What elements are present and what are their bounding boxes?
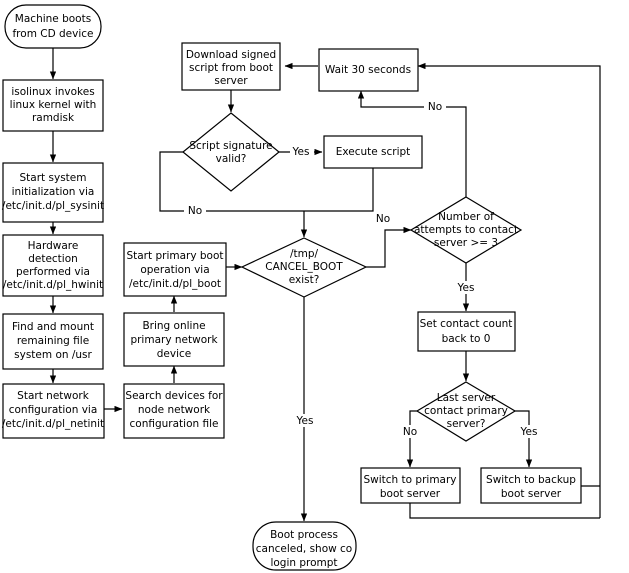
- node-mount-usr[interactable]: Find and mount remaining file system on …: [2, 313, 104, 370]
- node-cancel-boot-line-0: /tmp/: [290, 248, 319, 260]
- node-mount-usr-line-2: system on /usr: [14, 349, 92, 361]
- node-switch-primary-line-1: boot server: [380, 488, 441, 500]
- node-sysinit[interactable]: Start system initialization via /etc/ini…: [2, 162, 104, 223]
- node-wait-30-seconds-line-0: Wait 30 seconds: [325, 64, 411, 76]
- node-netinit-line-0: Start network: [17, 390, 90, 402]
- node-switch-backup-line-0: Switch to backup: [486, 474, 576, 486]
- node-isolinux-line-1: linux kernel with: [10, 99, 97, 111]
- node-attempts-line-1: attempts to contact: [414, 224, 518, 236]
- node-hwinit-line-3: /etc/init.d/pl_hwinit: [3, 279, 103, 291]
- node-reset-contact-count[interactable]: Set contact count back to 0: [417, 311, 516, 352]
- node-reset-count-line-0: Set contact count: [420, 318, 513, 330]
- node-execute-script-line-0: Execute script: [336, 146, 411, 158]
- edge-labels: Yes No No Yes No Yes No Yes: [184, 101, 542, 438]
- edge-attempts-no-path: [357, 90, 467, 197]
- node-isolinux[interactable]: isolinux invokes linux kernel with ramdi…: [2, 79, 104, 132]
- node-machine-boots[interactable]: Machine boots from CD device: [4, 4, 102, 49]
- node-hwinit[interactable]: Hardware detection performed via /etc/in…: [2, 234, 104, 297]
- edge-lastprimary-yes-path: [515, 410, 533, 468]
- node-wait-30-seconds[interactable]: Wait 30 seconds: [318, 48, 419, 92]
- node-pl-boot-line-2: /etc/init.d/pl_boot: [129, 278, 221, 290]
- edge-label-cancel-yes: Yes: [296, 415, 314, 427]
- node-sysinit-line-2: /etc/init.d/pl_sysinit: [2, 200, 104, 212]
- node-bring-online[interactable]: Bring online primary network device: [123, 312, 225, 367]
- edge-label-sig-yes: Yes: [292, 146, 310, 158]
- node-sysinit-line-1: initialization via: [12, 186, 95, 198]
- node-execute-script[interactable]: Execute script: [323, 135, 423, 169]
- node-switch-backup[interactable]: Switch to backup boot server: [480, 467, 582, 504]
- node-last-primary-line-1: contact primary: [424, 405, 508, 417]
- node-machine-boots-line-0: Machine boots: [15, 13, 91, 25]
- node-cancel-boot-line-2: exist?: [289, 274, 320, 286]
- node-hwinit-line-2: performed via: [16, 266, 90, 278]
- node-boot-canceled-line-2: login prompt: [270, 557, 337, 569]
- edge-label-attempts-no: No: [428, 101, 442, 113]
- node-pl-boot[interactable]: Start primary boot operation via /etc/in…: [123, 242, 227, 297]
- node-search-devices-line-2: configuration file: [130, 418, 219, 430]
- edge-label-last-yes: Yes: [520, 426, 538, 438]
- node-mount-usr-line-0: Find and mount: [12, 321, 94, 333]
- edge-sigvalid-no-path: [159, 151, 304, 212]
- node-search-devices-line-0: Search devices for: [125, 390, 223, 402]
- node-netinit-line-2: /etc/init.d/pl_netinit: [2, 418, 104, 430]
- node-mount-usr-line-1: remaining file: [17, 335, 89, 347]
- node-isolinux-line-2: ramdisk: [32, 112, 75, 124]
- node-search-devices-line-1: node network: [138, 404, 211, 416]
- node-cancel-boot-exists[interactable]: /tmp/ CANCEL_BOOT exist?: [240, 237, 368, 298]
- node-isolinux-line-0: isolinux invokes: [11, 86, 94, 98]
- edge-switchprimary-loopback: [409, 503, 600, 519]
- node-sysinit-line-0: Start system: [20, 172, 87, 184]
- node-download-script[interactable]: Download signed script from boot server: [181, 42, 281, 91]
- node-switch-backup-line-1: boot server: [501, 488, 562, 500]
- node-search-devices[interactable]: Search devices for node network configur…: [123, 383, 225, 439]
- edge-execute-to-cancelboot-path: [304, 168, 374, 212]
- node-download-script-line-0: Download signed: [186, 49, 276, 61]
- node-last-primary-line-0: Last server: [437, 392, 496, 404]
- node-script-signature-valid-line-0: Script signature: [189, 140, 272, 152]
- node-bring-online-line-0: Bring online: [142, 320, 205, 332]
- node-bring-online-line-1: primary network: [130, 334, 218, 346]
- node-last-server-primary[interactable]: Last server contact primary server?: [415, 381, 517, 442]
- edge-label-sig-no: No: [188, 205, 202, 217]
- node-pl-boot-line-1: operation via: [140, 264, 209, 276]
- node-cancel-boot-line-1: CANCEL_BOOT: [265, 261, 343, 273]
- node-attempts-line-2: server >= 3: [434, 237, 498, 249]
- edge-right-riser-to-wait30: [417, 62, 601, 518]
- node-hwinit-line-1: detection: [28, 253, 78, 265]
- node-machine-boots-line-1: from CD device: [12, 28, 93, 40]
- edge-lastprimary-no-path: [406, 410, 417, 468]
- node-attempts-to-contact[interactable]: Number of attempts to contact server >= …: [409, 196, 523, 264]
- edge-label-attempts-yes: Yes: [457, 282, 475, 294]
- node-reset-count-line-1: back to 0: [442, 333, 491, 345]
- node-download-script-line-2: server: [214, 75, 248, 87]
- node-last-primary-line-2: server?: [447, 418, 486, 430]
- node-boot-canceled-line-0: Boot process: [270, 529, 338, 541]
- node-script-signature-valid-line-1: valid?: [216, 153, 247, 165]
- node-boot-canceled-line-1: canceled, show co: [256, 543, 352, 555]
- node-hwinit-line-0: Hardware: [28, 240, 79, 252]
- node-attempts-line-0: Number of: [438, 211, 494, 223]
- node-netinit[interactable]: Start network configuration via /etc/ini…: [2, 383, 105, 439]
- node-switch-primary-line-0: Switch to primary: [363, 474, 456, 486]
- node-pl-boot-line-0: Start primary boot: [126, 250, 223, 262]
- edge-label-last-no: No: [403, 426, 417, 438]
- node-switch-primary[interactable]: Switch to primary boot server: [360, 467, 461, 504]
- edge-label-cancel-no: No: [376, 213, 390, 225]
- node-boot-canceled[interactable]: Boot process canceled, show co login pro…: [252, 521, 357, 571]
- edge-cancelboot-no-path: [366, 226, 412, 268]
- node-script-signature-valid[interactable]: Script signature valid?: [182, 112, 280, 192]
- node-netinit-line-1: configuration via: [9, 404, 98, 416]
- node-download-script-line-1: script from boot: [189, 62, 273, 74]
- node-bring-online-line-2: device: [157, 348, 192, 360]
- edges: [49, 48, 601, 522]
